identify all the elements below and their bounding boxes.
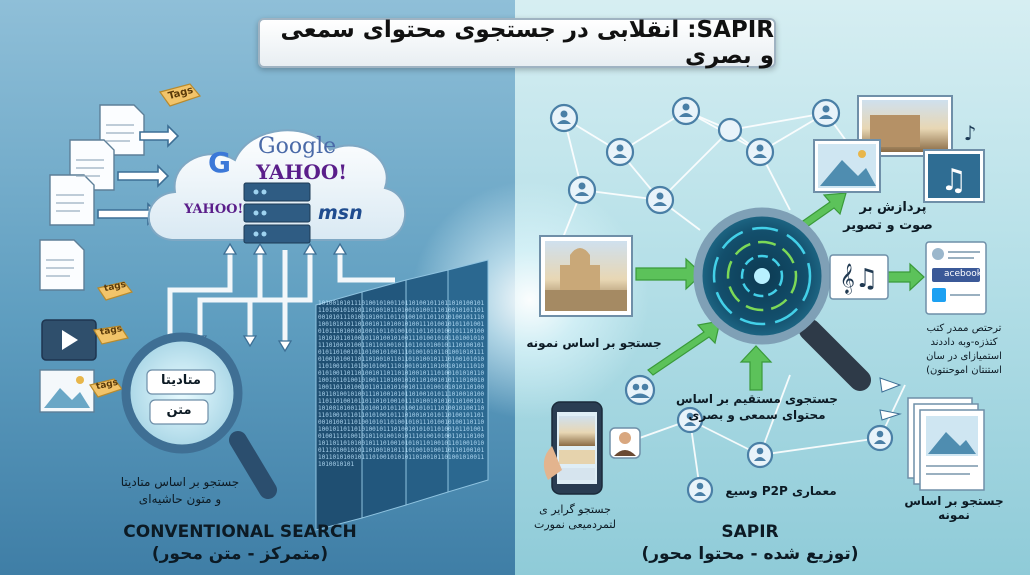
query-by-example-label: جستجو بر اساس نمونه [526, 336, 662, 350]
left-magnifier [121, 332, 277, 499]
svg-text:♫: ♫ [941, 163, 968, 198]
lens-item-metadata: متادیتا [161, 373, 201, 388]
social-label-line1: ترحتص ممدر کتب [926, 323, 1002, 334]
binary-panels [315, 259, 489, 531]
google-g-logo: G [208, 146, 231, 179]
music-notes-box: 𝄞♫ [829, 254, 889, 300]
direct-search-line1: جستجوی مستقیم بر اساس [676, 392, 838, 406]
mobile-label-line2: لتمردمیعی نمورت [534, 518, 616, 531]
mobile-phone [543, 401, 641, 495]
server-icon [243, 182, 311, 244]
yahoo-logo: YAHOO! [256, 160, 348, 184]
right-magnifier [693, 207, 871, 391]
processing-label-line2: صوت و تصویر [843, 218, 933, 233]
google-logo: Google [258, 134, 337, 159]
right-section-title: SAPIR [721, 522, 779, 542]
tags [89, 83, 202, 398]
result-pages-stack [907, 397, 985, 491]
social-card [925, 241, 987, 315]
query-photo [539, 235, 633, 317]
cloud-to-lens-arrows [167, 250, 395, 345]
facebook-label: acebook [944, 269, 982, 279]
user-icons [557, 103, 886, 496]
svg-text:𝄞♫: 𝄞♫ [840, 263, 879, 295]
social-label-line3: استمیازای در سان [926, 351, 1002, 362]
result-images: ♫ ♪ [813, 95, 985, 203]
direct-search-line2: محتوای سمعی و بصری [688, 408, 826, 422]
processing-label-line1: پردازش بر [859, 200, 927, 215]
msn-logo: msn [318, 202, 363, 224]
yahoo-small-logo: YAHOO! [184, 202, 244, 217]
svg-text:♪: ♪ [964, 121, 977, 145]
title-banner: SAPIR: انقلابی در جستجوی محتوای سمعی و ب… [258, 17, 776, 69]
lens-item-text: متن [166, 403, 192, 418]
lens-caption-line2: و متون حاشیه‌ای [138, 492, 222, 506]
network-to-results-arrows [879, 377, 902, 421]
result-by-example-label: جستجو بر اساس نمونه [904, 494, 1004, 522]
page-title: SAPIR: انقلابی در جستجوی محتوای سمعی و ب… [280, 17, 774, 69]
social-label-line2: کتذزه-وبه داددند [930, 337, 998, 348]
mobile-label-line1: جستجو گرایر ی [539, 503, 611, 516]
right-section-subtitle: (توزیع شده - محتوا محور) [641, 544, 859, 564]
binary-code: 1010010101110100101001101101001011011010… [318, 300, 485, 468]
left-section-title: CONVENTIONAL SEARCH [123, 522, 357, 542]
lens-caption-line1: جستجو بر اساس متادیتا [120, 475, 240, 489]
social-label-line4: استنتان اموحنتون) [926, 365, 1002, 376]
p2p-label: معماری P2P وسیع [725, 484, 837, 498]
left-section-subtitle: (متمرکز - متن محور) [151, 544, 329, 564]
